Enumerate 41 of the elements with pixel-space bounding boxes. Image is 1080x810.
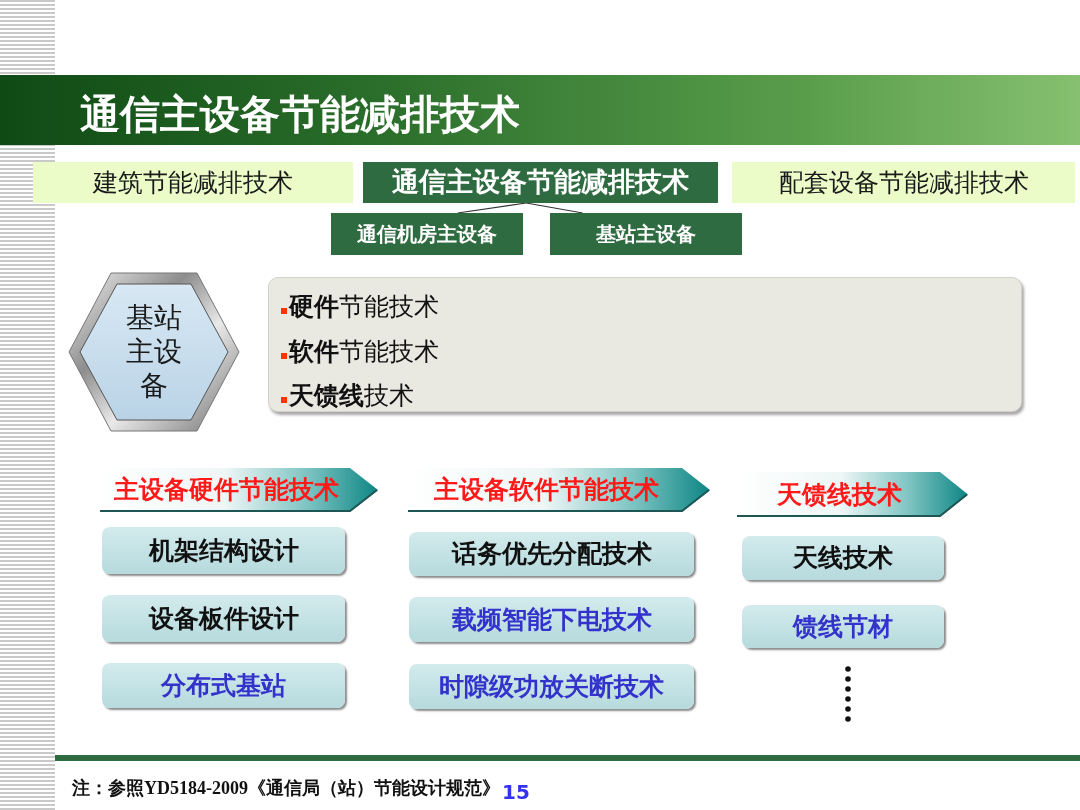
banner-title: 主设备硬件节能技术 bbox=[113, 475, 339, 505]
technique-box bbox=[409, 532, 694, 576]
technique-box bbox=[102, 595, 345, 642]
category-label: 配套设备节能减排技术 bbox=[778, 167, 1029, 198]
list-item-text: 天馈线技术 bbox=[289, 381, 414, 411]
subcategory-box bbox=[331, 213, 523, 255]
banner-title: 主设备软件节能技术 bbox=[433, 475, 659, 505]
subcategory-label: 基站主设备 bbox=[596, 222, 696, 246]
technique-label: 设备板件设计 bbox=[148, 603, 299, 634]
technique-box bbox=[409, 664, 694, 709]
technique-label: 时隙级功放关断技术 bbox=[439, 671, 664, 702]
page-number: 15 bbox=[502, 780, 530, 804]
category-label: 建筑节能减排技术 bbox=[93, 167, 293, 198]
hexagon-badge bbox=[68, 272, 240, 432]
technique-label: 馈线节材 bbox=[793, 611, 893, 642]
hexagon-label: 基站主设备 bbox=[125, 300, 183, 404]
slide-title: 通信主设备节能减排技术 bbox=[80, 90, 520, 139]
technique-label: 话务优先分配技术 bbox=[451, 539, 652, 569]
technique-label: 载频智能下电技术 bbox=[451, 604, 652, 635]
technique-label: 机架结构设计 bbox=[148, 535, 299, 566]
technique-box bbox=[742, 605, 944, 648]
category-box bbox=[732, 162, 1075, 203]
technique-label: 天线技术 bbox=[793, 543, 893, 573]
category-label: 通信主设备节能减排技术 bbox=[392, 166, 689, 199]
footnote: 注：参照YD5184-2009《通信局（站）节能设计规范》 bbox=[72, 777, 500, 800]
technique-box bbox=[102, 527, 345, 574]
banner-title: 天馈线技术 bbox=[777, 479, 902, 510]
subcategory-label: 通信机房主设备 bbox=[357, 222, 497, 246]
subcategory-box bbox=[550, 213, 742, 255]
category-box bbox=[33, 162, 353, 203]
selected-category-box bbox=[363, 162, 718, 203]
summary-panel bbox=[268, 277, 1022, 412]
technique-label: 分布式基站 bbox=[161, 670, 286, 701]
technique-box bbox=[102, 663, 345, 708]
technique-box bbox=[742, 536, 944, 580]
arrow-banner bbox=[408, 468, 710, 512]
arrow-banner bbox=[737, 472, 968, 517]
arrow-banner bbox=[100, 468, 378, 512]
list-item-text: 软件节能技术 bbox=[289, 336, 439, 367]
technique-box bbox=[409, 597, 694, 642]
list-item-text: 硬件节能技术 bbox=[289, 292, 439, 323]
